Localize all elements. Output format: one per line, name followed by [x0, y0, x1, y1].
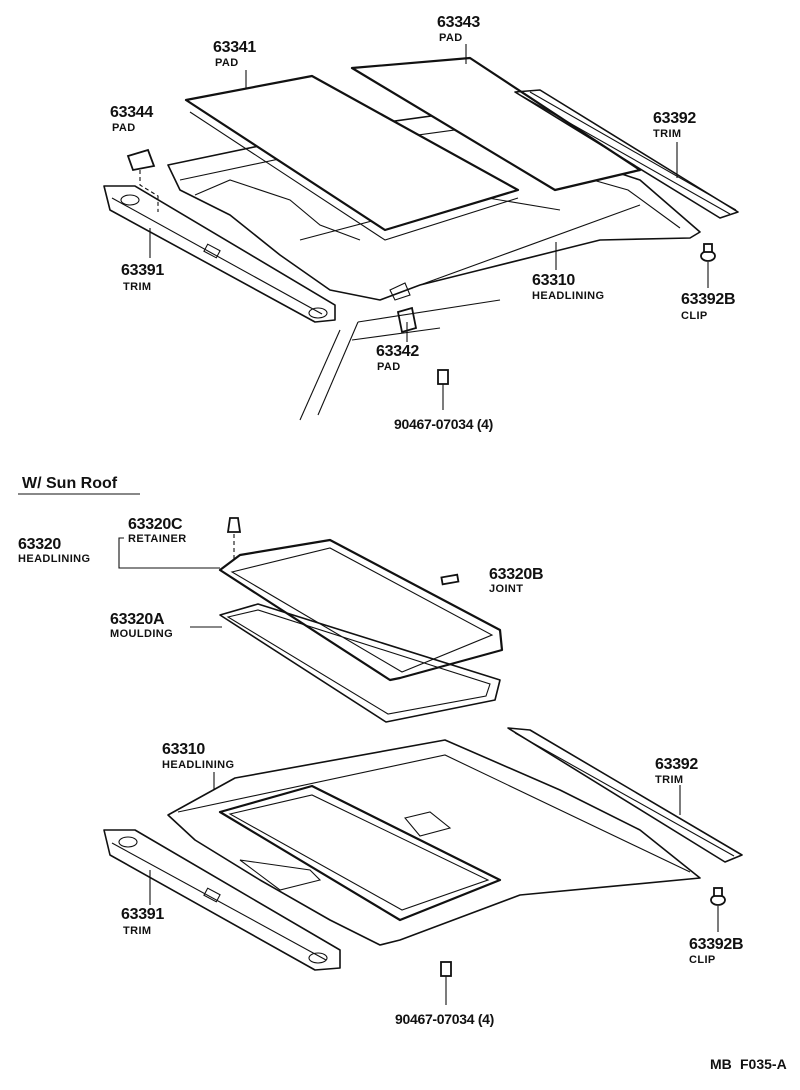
- label-63310-upper-num: 63310: [532, 272, 575, 289]
- label-63391-lower-num: 63391: [121, 906, 164, 923]
- trim-63391-upper: [103, 185, 336, 323]
- joint-63320b: [440, 573, 460, 586]
- label-63392b-upper-name: CLIP: [681, 310, 708, 322]
- label-screw-upper: 90467-07034 (4): [394, 416, 494, 432]
- label-63343-name: PAD: [439, 32, 463, 44]
- sunroof-assembly: [18, 493, 743, 1005]
- label-63310-upper-name: HEADLINING: [532, 290, 605, 302]
- label-63341-num: 63341: [213, 39, 256, 56]
- label-63391-upper-name: TRIM: [123, 281, 152, 293]
- clip-63392b-lower: [710, 887, 726, 932]
- footer-mb: MB: [710, 1056, 732, 1072]
- pad-63344: [126, 148, 159, 212]
- label-63341-name: PAD: [215, 57, 239, 69]
- label-63320-num: 63320: [18, 536, 61, 553]
- label-63320b-name: JOINT: [489, 583, 524, 595]
- label-63320a-name: MOULDING: [110, 628, 174, 640]
- retainer-63320c: [226, 517, 242, 560]
- label-63392-upper-name: TRIM: [653, 128, 682, 140]
- label-63344-name: PAD: [112, 122, 136, 134]
- label-screw-lower: 90467-07034 (4): [395, 1011, 495, 1027]
- label-63310-lower-name: HEADLINING: [162, 759, 235, 771]
- screw-lower: [440, 961, 452, 1005]
- screw-upper: [437, 369, 449, 410]
- label-63392-upper-num: 63392: [653, 110, 696, 127]
- upper-assembly: [103, 44, 739, 421]
- label-63342-name: PAD: [377, 361, 401, 373]
- upper-leaders: [149, 44, 678, 342]
- pad-63341: [184, 74, 520, 241]
- body-pillar-upper: [299, 299, 501, 421]
- trim-63392-lower: [507, 727, 743, 863]
- headlining-63320: [218, 538, 504, 682]
- label-63320c-num: 63320C: [128, 516, 183, 533]
- label-63343-num: 63343: [437, 14, 480, 31]
- label-63320a-num: 63320A: [110, 611, 165, 628]
- label-63392-lower-name: TRIM: [655, 774, 684, 786]
- pad-63343: [350, 56, 642, 192]
- trim-63392-upper: [514, 89, 739, 219]
- label-63320c-name: RETAINER: [128, 533, 187, 545]
- trim-63391-lower: [103, 829, 341, 971]
- headlining-63310-lower: [167, 739, 701, 946]
- label-63391-upper-num: 63391: [121, 262, 164, 279]
- label-63392b-lower-num: 63392B: [689, 936, 744, 953]
- label-63392-lower-num: 63392: [655, 756, 698, 773]
- label-63392b-upper-num: 63392B: [681, 291, 736, 308]
- label-63344-num: 63344: [110, 104, 153, 121]
- clip-63392b-upper: [700, 243, 716, 288]
- moulding-63320a: [190, 603, 501, 723]
- label-63310-lower-num: 63310: [162, 741, 205, 758]
- label-63392b-lower-name: CLIP: [689, 954, 716, 966]
- label-63320-name: HEADLINING: [18, 553, 91, 565]
- label-63320b-num: 63320B: [489, 566, 544, 583]
- label-63342-num: 63342: [376, 343, 419, 360]
- sunroof-section-title: W/ Sun Roof: [22, 475, 118, 492]
- footer-code: F035-A: [740, 1056, 787, 1072]
- label-63391-lower-name: TRIM: [123, 925, 152, 937]
